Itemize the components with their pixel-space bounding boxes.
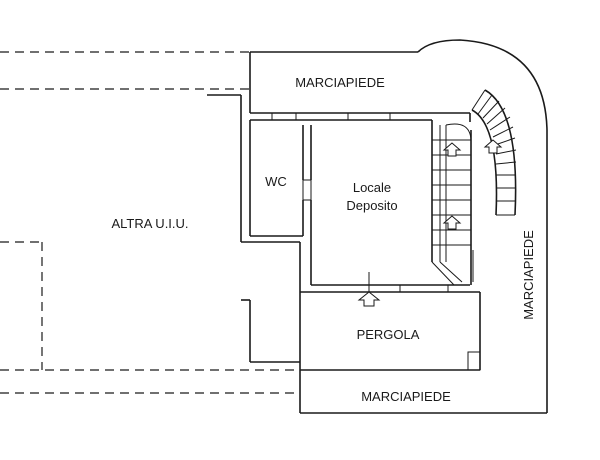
label-marciapiede-bottom: MARCIAPIEDE (361, 389, 451, 404)
sidewalk-outline (249, 39, 548, 414)
neighbour-boundary-dashed (0, 51, 300, 394)
label-marciapiede-right: MARCIAPIEDE (521, 230, 536, 320)
label-wc: WC (265, 174, 287, 189)
label-locale: Locale (353, 180, 391, 195)
label-deposito: Deposito (346, 198, 397, 213)
spiral-arrow (483, 139, 503, 154)
stair-arrow-top (442, 142, 462, 157)
label-altra-uiu: ALTRA U.I.U. (111, 216, 188, 231)
windows (271, 112, 481, 371)
entrance-arrow (357, 291, 381, 307)
building-walls (207, 94, 481, 371)
label-marciapiede-top: MARCIAPIEDE (295, 75, 385, 90)
stair-arrow-middle (442, 215, 462, 230)
label-pergola: PERGOLA (357, 327, 420, 342)
